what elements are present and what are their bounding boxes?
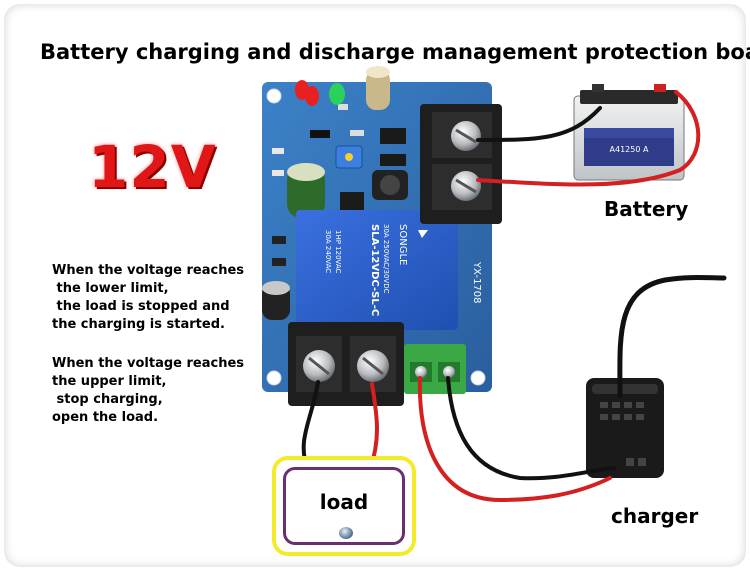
- load-terminal-block: [288, 322, 404, 406]
- wire-charger-negative: [446, 376, 616, 481]
- relay-brand: SONGLE: [397, 224, 408, 265]
- load-box: load: [272, 456, 416, 556]
- wire-battery-negative: [476, 106, 602, 142]
- note-upper-limit: When the voltage reaches the upper limit…: [52, 356, 245, 425]
- battery-terminal-block: [420, 104, 502, 224]
- wire-charger-positive: [417, 376, 612, 503]
- green-terminal-block: [404, 344, 466, 394]
- load-label: load: [319, 490, 369, 514]
- voltage-label: 12V: [88, 133, 217, 201]
- relay-rating-2: 1HP 120VAC: [334, 230, 342, 274]
- relay-model: SLA-12VDC-SL-C: [369, 224, 380, 316]
- note-lower-limit: When the voltage reaches the lower limit…: [52, 263, 245, 332]
- relay: SONGLE SLA-12VDC-SL-C 30A 250VAC/30VDC 1…: [296, 210, 458, 330]
- battery-label: Battery: [604, 197, 689, 221]
- battery-model: A41250 A: [610, 145, 649, 154]
- charger-label: charger: [611, 504, 699, 528]
- capacitors: [262, 66, 390, 320]
- page-title: Battery charging and discharge managemen…: [40, 40, 750, 64]
- led-indicators: [295, 80, 345, 106]
- board-model: YX-1708: [471, 261, 482, 304]
- relay-logo-icon: [418, 230, 428, 238]
- bulb-icon: [339, 527, 353, 539]
- relay-rating-1: 30A 250VAC/30VDC: [382, 224, 390, 294]
- charger-graphic: [586, 378, 664, 478]
- load-box-inner: load: [283, 467, 405, 545]
- relay-rating-3: 30A 240VAC: [324, 230, 332, 273]
- charger-ac-cable: [617, 275, 727, 399]
- battery-graphic: A41250 A: [573, 84, 685, 181]
- wire-battery-positive: [476, 90, 701, 187]
